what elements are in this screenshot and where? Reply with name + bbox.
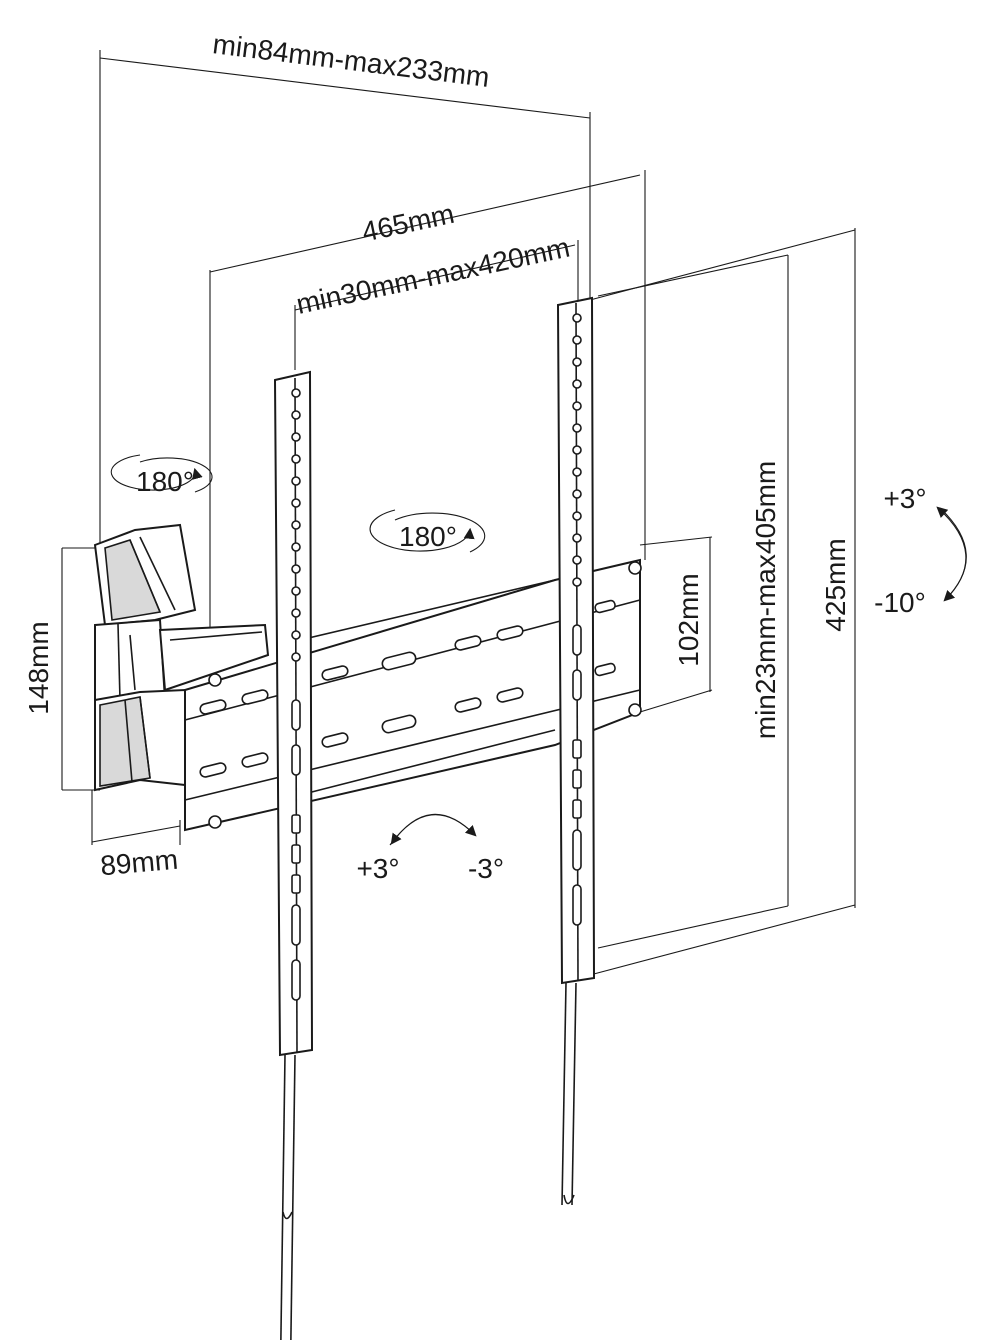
arm-extension-label: min84mm-max233mm <box>211 28 491 93</box>
arm-plate-height-label: 148mm <box>23 621 54 714</box>
plate-slots <box>199 599 616 778</box>
left-vertical-rail <box>273 370 314 1340</box>
right-vertical-rail <box>556 296 596 1206</box>
arm-plate-depth-label: 89mm <box>99 844 179 882</box>
horizontal-width-label: 465mm <box>359 198 457 248</box>
level-minus-label: -3° <box>468 853 504 884</box>
rotation-arrows <box>110 454 967 846</box>
plate-swivel-label: 180° <box>399 521 457 552</box>
tilt-down-label: -10° <box>874 587 926 618</box>
tilt-up-label: +3° <box>883 483 926 514</box>
dimension-lines <box>61 50 856 976</box>
right-rail-holes <box>572 313 582 926</box>
vertical-height-label: 425mm <box>820 538 851 631</box>
vertical-spacing-label: min23mm-max405mm <box>750 461 781 740</box>
horizontal-spacing-label: min30mm-max420mm <box>294 232 573 320</box>
wall-plate-height-label: 102mm <box>673 573 704 666</box>
wall-arm-assembly <box>93 523 270 792</box>
left-rail-holes <box>291 388 301 1001</box>
level-plus-label: +3° <box>356 853 399 884</box>
arm-swivel-label: 180° <box>136 466 194 497</box>
